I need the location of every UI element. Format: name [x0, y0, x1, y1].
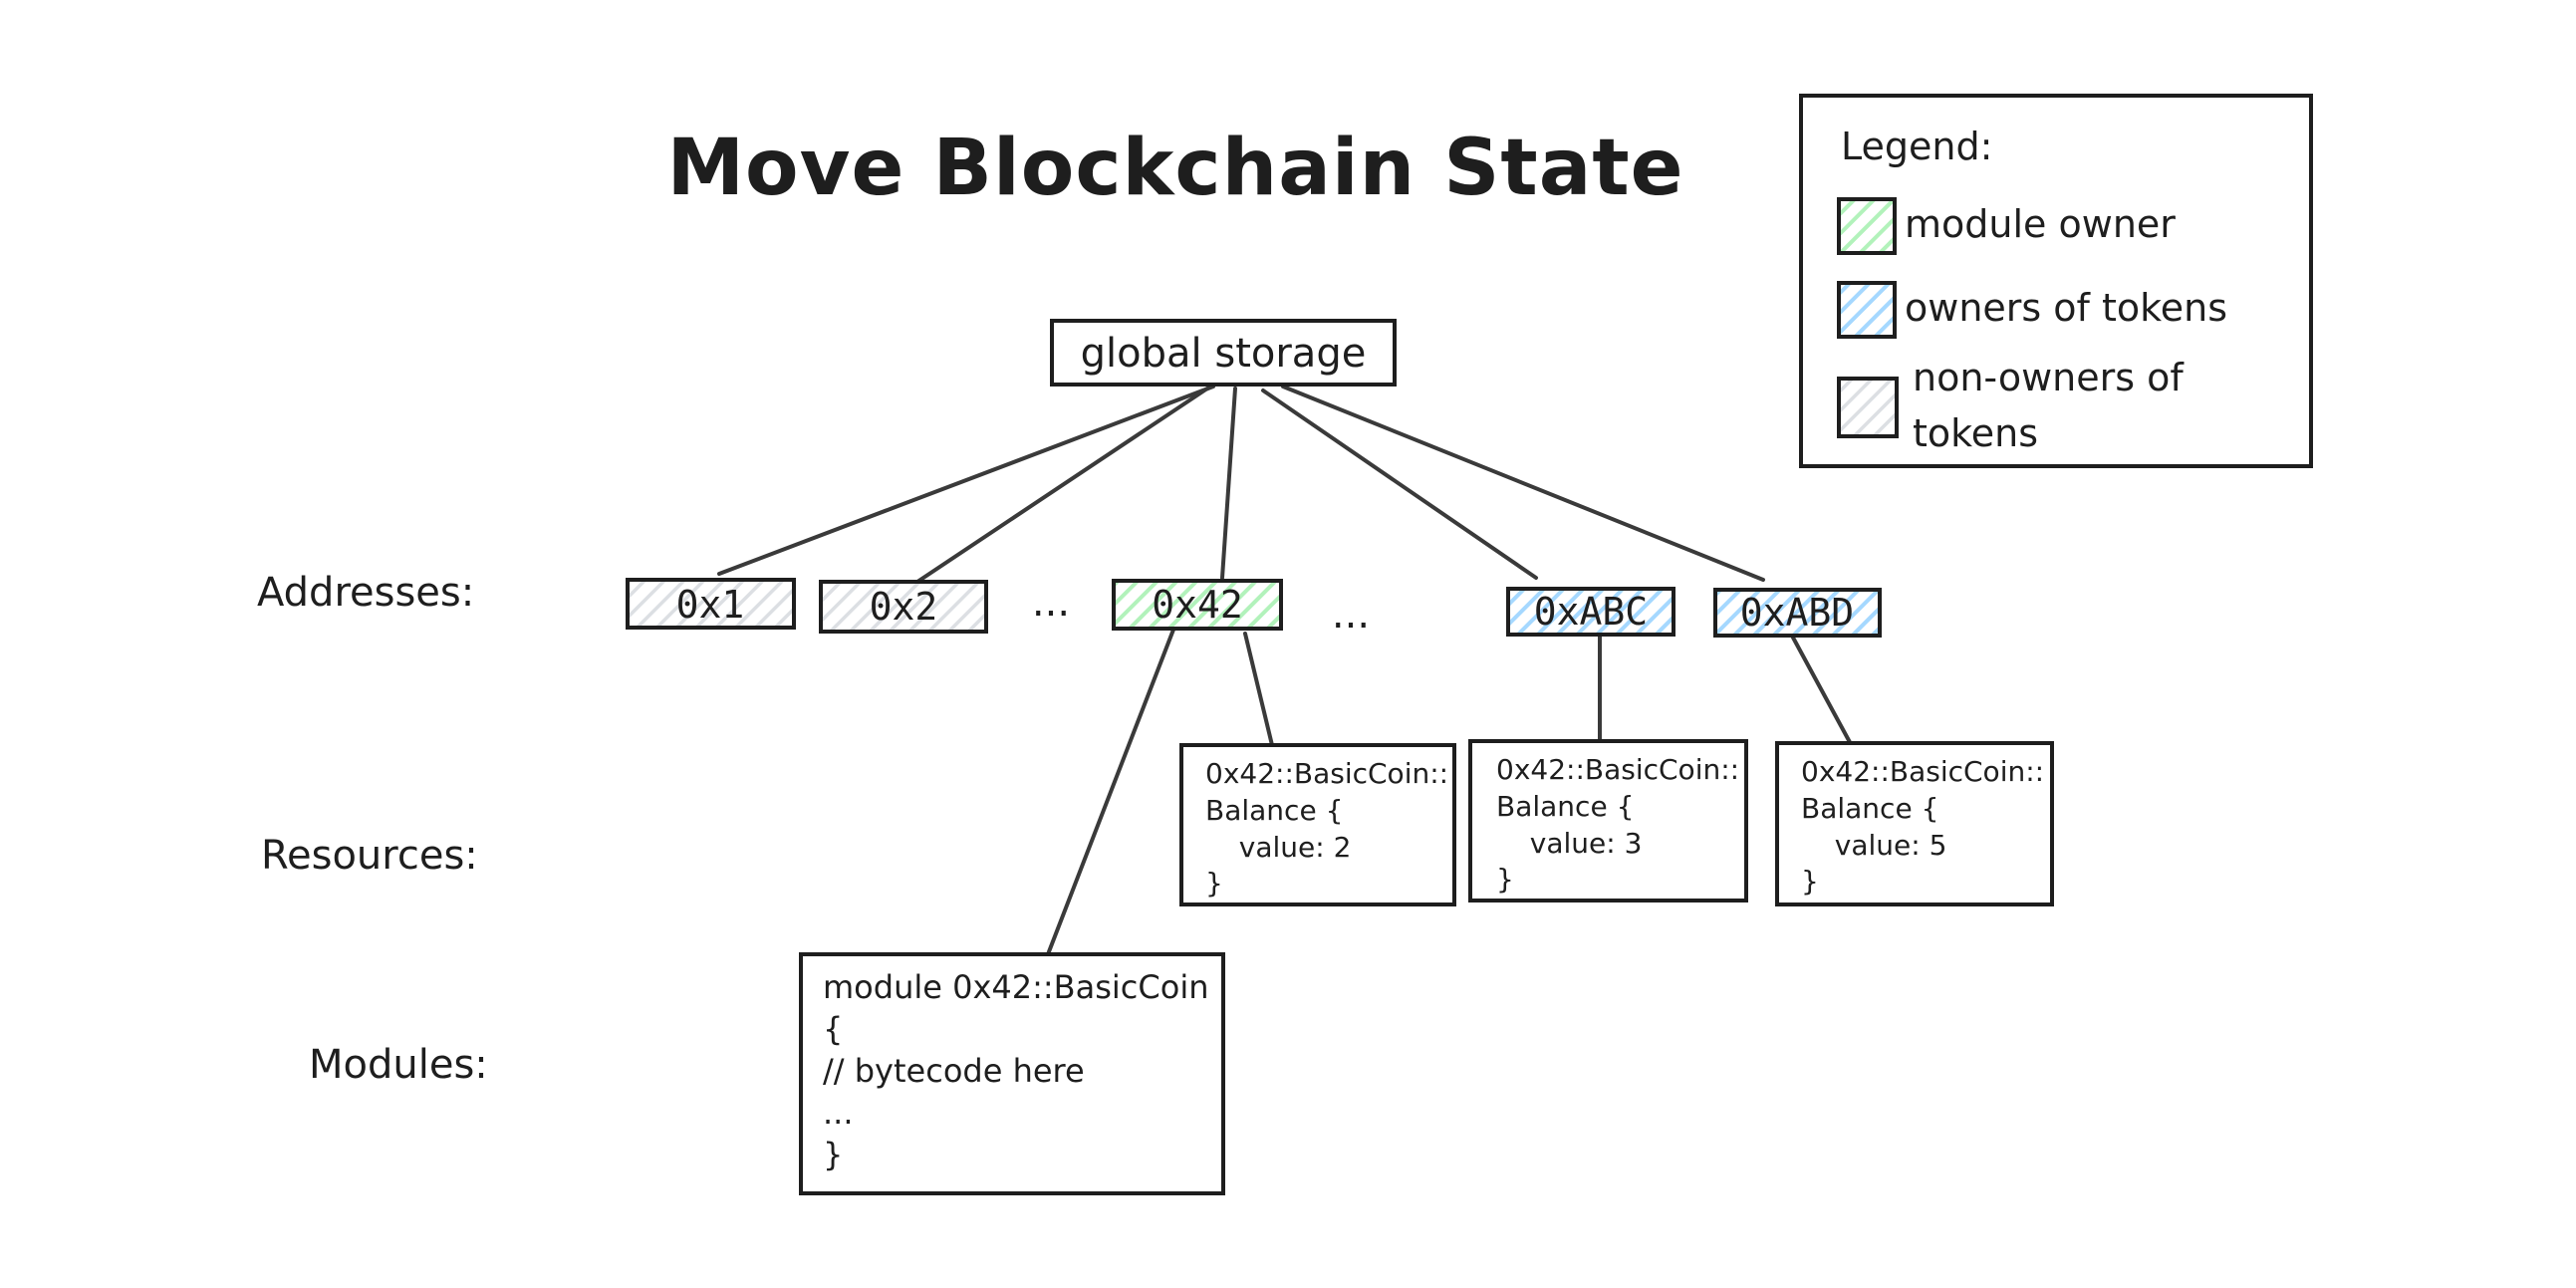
address-label: 0x42: [1152, 583, 1243, 627]
legend-label: owners of tokens: [1905, 286, 2227, 330]
resource-node-0xABC[interactable]: 0x42::BasicCoin:: Balance { value: 3 }: [1468, 739, 1748, 902]
edge-root-0xABD: [1281, 385, 1765, 582]
svg-text:0x42::BasicCoin:: Balanc: 0x42::BasicCoin:: Balance { value: 2 }: [1205, 757, 1457, 900]
legend-item-non-owners: non-owners of tokens: [1837, 356, 2185, 455]
svg-text:0x42::BasicCoin:: Balanc: 0x42::BasicCoin:: Balance { value: 5 }: [1801, 755, 2053, 898]
resource-line: 0x42::BasicCoin::: [1801, 755, 2044, 788]
edge-root-0x1: [717, 385, 1215, 576]
address-node-0x1[interactable]: 0x1: [626, 578, 796, 630]
module-line: }: [823, 1136, 843, 1173]
resource-node-0xABD[interactable]: 0x42::BasicCoin:: Balance { value: 5 }: [1775, 741, 2054, 906]
legend-label: module owner: [1905, 202, 2176, 246]
address-box: [819, 580, 988, 634]
legend-swatch-green: [1837, 197, 1897, 255]
resource-line: value: 3: [1512, 827, 1642, 860]
address-node-0xABD[interactable]: 0xABD: [1713, 588, 1882, 638]
address-box: [1713, 588, 1882, 638]
resource-line: Balance {: [1205, 794, 1343, 827]
svg-text:module 0x42::BasicCoin {: module 0x42::BasicCoin { // bytecode her…: [823, 968, 1219, 1173]
resource-node-0x42[interactable]: 0x42::BasicCoin:: Balance { value: 2 }: [1179, 743, 1457, 906]
resource-line: value: 2: [1221, 831, 1351, 864]
address-box: [1112, 579, 1283, 631]
row-label-addresses: Addresses:: [257, 570, 474, 616]
diagram-title: Move Blockchain State: [666, 124, 1683, 213]
address-node-0x42[interactable]: 0x42: [1112, 579, 1283, 631]
edge-root-0x42: [1220, 386, 1237, 580]
edge-0xABD-resource: [1791, 636, 1853, 746]
resource-line: value: 5: [1817, 829, 1946, 862]
address-label: 0xABC: [1534, 590, 1648, 634]
edges-root-to-addresses: [717, 385, 1765, 586]
module-line: ...: [823, 1094, 854, 1132]
address-box: [626, 578, 796, 630]
legend-item-owners-of-tokens: owners of tokens: [1837, 281, 2227, 339]
address-node-0xABC[interactable]: 0xABC: [1506, 587, 1675, 637]
module-line: module 0x42::BasicCoin: [823, 968, 1208, 1006]
resource-line: }: [1496, 863, 1514, 896]
module-node-0x42[interactable]: module 0x42::BasicCoin { // bytecode her…: [799, 952, 1225, 1195]
legend-item-module-owner: module owner: [1837, 197, 2176, 255]
svg-text:0x42::BasicCoin:: Balanc: 0x42::BasicCoin:: Balance { value: 3 }: [1496, 753, 1748, 896]
row-label-resources: Resources:: [261, 833, 478, 879]
address-box: [1506, 587, 1675, 637]
resource-line: Balance {: [1801, 792, 1938, 825]
address-label: 0x2: [870, 585, 938, 629]
resource-line: Balance {: [1496, 790, 1634, 823]
row-label-modules: Modules:: [309, 1042, 488, 1088]
resource-line: }: [1205, 867, 1223, 900]
module-line: // bytecode here: [823, 1052, 1085, 1090]
legend-title: Legend:: [1841, 125, 1992, 168]
ellipsis-addresses-1: ...: [1032, 580, 1070, 626]
legend-swatch-gray: [1837, 377, 1899, 438]
address-label: 0xABD: [1740, 591, 1854, 635]
resource-line: 0x42::BasicCoin::: [1205, 757, 1448, 790]
legend-swatch-blue: [1837, 281, 1897, 339]
edge-root-0xABC: [1261, 388, 1538, 580]
module-line: {: [823, 1010, 843, 1048]
edge-0x42-resource: [1243, 632, 1274, 747]
edge-root-0x2: [912, 386, 1209, 586]
legend-label: non-owners of: [1913, 356, 2185, 399]
address-label: 0x1: [676, 583, 745, 627]
global-storage-node[interactable]: global storage: [1050, 319, 1397, 386]
address-node-0x2[interactable]: 0x2: [819, 580, 988, 634]
legend: Legend: module owner owners of tokens no…: [1799, 94, 2313, 468]
resource-line: }: [1801, 865, 1819, 898]
global-storage-label: global storage: [1081, 331, 1367, 377]
edges-addresses-to-children: [1046, 628, 1853, 956]
edge-0x42-module: [1046, 628, 1175, 956]
ellipsis-addresses-2: ...: [1332, 592, 1370, 638]
resource-line: 0x42::BasicCoin::: [1496, 753, 1739, 786]
legend-label: tokens: [1913, 411, 2038, 455]
